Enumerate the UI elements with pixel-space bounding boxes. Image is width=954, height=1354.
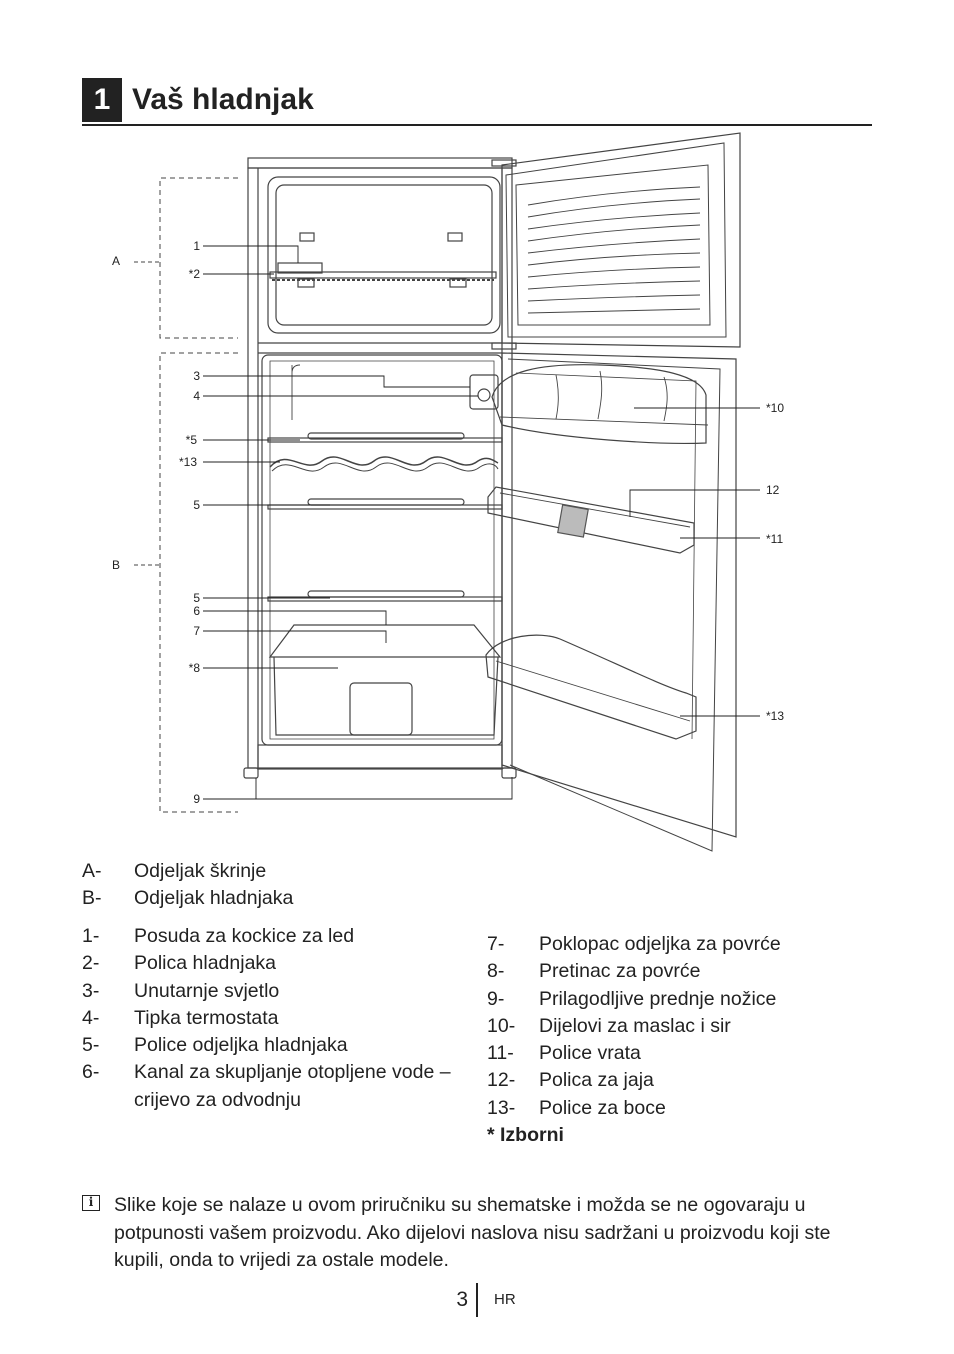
cabinet-top xyxy=(247,157,513,169)
callout-10: *10 xyxy=(766,401,784,415)
callout-5a: *5 xyxy=(186,433,198,447)
info-icon: i xyxy=(82,1195,100,1211)
callout-5b: 5 xyxy=(193,498,200,512)
front-foot-right xyxy=(501,767,517,779)
crisper-cover xyxy=(268,624,502,658)
freezer-compartment xyxy=(267,176,501,334)
legend-item: 6-Kanal za skupljanje otopljene vode – xyxy=(82,1061,451,1084)
callout-4: 4 xyxy=(193,389,200,403)
legend-parts-left: 1-Posuda za kockice za led 2-Polica hlad… xyxy=(82,923,482,1114)
crisper-drawer xyxy=(273,656,499,736)
footer-divider xyxy=(476,1283,478,1317)
legend-item: 13-Police za boce xyxy=(487,1096,666,1119)
zone-label-a: A xyxy=(112,254,120,268)
light-thermostat-box xyxy=(469,374,499,410)
cabinet-body xyxy=(247,167,513,769)
legend-parts-right: 7-Poklopac odjeljka za povrće 8-Pretinac… xyxy=(487,931,867,1122)
zone-a-bracket xyxy=(159,177,238,339)
butter-cheese-compartment xyxy=(491,364,707,444)
callout-11: *11 xyxy=(766,532,783,546)
legend-item: A-Odjeljak škrinje xyxy=(82,860,267,882)
freezer-door xyxy=(501,132,741,348)
section-title: Vaš hladnjak xyxy=(132,83,314,116)
zone-b-bracket xyxy=(159,352,238,813)
ice-tray xyxy=(277,262,323,274)
optional-note: * Izborni xyxy=(487,1124,564,1146)
legend-compartments: A-Odjeljak škrinje B-Odjeljak hladnjaka xyxy=(82,858,482,913)
callout-6: 6 xyxy=(193,604,200,618)
door-shelf xyxy=(487,486,695,554)
zone-label-b: B xyxy=(112,558,120,572)
legend-item: 10-Dijelovi za maslac i sir xyxy=(487,1014,731,1037)
section-number: 1 xyxy=(82,78,122,122)
language-code: HR xyxy=(494,1291,516,1308)
front-foot-left xyxy=(243,767,259,779)
callout-9: 9 xyxy=(193,792,200,806)
egg-tray xyxy=(557,504,589,538)
callout-13a: *13 xyxy=(179,455,197,469)
legend-item: 4-Tipka termostata xyxy=(82,1006,279,1029)
callout-3: 3 xyxy=(193,369,200,383)
legend-item: 1-Posuda za kockice za led xyxy=(82,925,355,947)
fridge-diagram: A B 1 *2 3 4 *5 *13 5 5 6 7 *8 9 *10 12 … xyxy=(112,132,784,852)
callout-7: 7 xyxy=(193,624,200,638)
legend-item: B-Odjeljak hladnjaka xyxy=(82,887,294,910)
callout-5c: 5 xyxy=(193,591,200,605)
info-note-text: Slike koje se nalaze u ovom priručniku s… xyxy=(114,1194,831,1271)
page-number: 3 xyxy=(456,1288,468,1311)
bottle-rack xyxy=(269,456,499,468)
legend-item: crijevo za odvodnju xyxy=(134,1088,301,1111)
callout-13b: *13 xyxy=(766,709,784,723)
legend-item: 12-Polica za jaja xyxy=(487,1069,654,1092)
legend-item: 9-Prilagodljive prednje nožice xyxy=(487,987,777,1010)
callout-8: *8 xyxy=(189,661,201,675)
callout-2: *2 xyxy=(189,267,201,281)
legend-item: 3-Unutarnje svjetlo xyxy=(82,979,280,1002)
legend-item: 2-Polica hladnjaka xyxy=(82,952,277,975)
legend-item: 7-Poklopac odjeljka za povrće xyxy=(487,933,781,955)
legend-item: 11-Police vrata xyxy=(487,1042,641,1065)
fridge-door xyxy=(501,352,737,838)
freezer-shelf xyxy=(269,271,497,279)
fridge-compartment xyxy=(261,354,503,746)
legend-item: 8-Pretinac za povrće xyxy=(487,960,701,983)
callout-1: 1 xyxy=(193,239,200,253)
bottle-shelf xyxy=(485,634,697,740)
legend-item: 5-Police odjeljka hladnjaka xyxy=(82,1034,348,1057)
callout-12: 12 xyxy=(766,483,780,497)
section-heading: 1 Vaš hladnjak xyxy=(82,78,872,126)
